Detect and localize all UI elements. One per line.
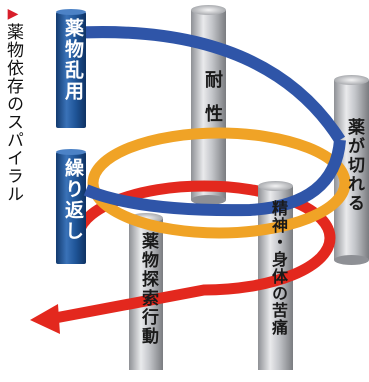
ring-orange-front: [87, 182, 351, 239]
label-repeat: 繰り返し: [62, 158, 84, 242]
label-abuse: 薬物乱用: [62, 18, 84, 102]
pillar-abuse: [56, 9, 86, 128]
arrow-red-head: [30, 304, 60, 334]
title-text: 薬物依存のスパイラル: [3, 23, 23, 203]
arrow-blue-front: [83, 139, 346, 217]
arrow-blue-back: [69, 26, 346, 144]
triangle-right-icon: ▶: [5, 6, 21, 23]
pillar-repeat: [56, 149, 86, 264]
diagram-title: ▶薬物依存のスパイラル: [2, 6, 24, 203]
label-seeking: 薬物探索行動: [138, 232, 158, 346]
label-wearing-off: 薬が切れる: [344, 118, 364, 213]
label-tolerance-2: 性: [202, 104, 223, 124]
label-suffering: 精神・身体の苦痛: [269, 200, 288, 336]
arrow-red-front: [53, 237, 336, 324]
label-tolerance-1: 耐: [202, 70, 223, 90]
